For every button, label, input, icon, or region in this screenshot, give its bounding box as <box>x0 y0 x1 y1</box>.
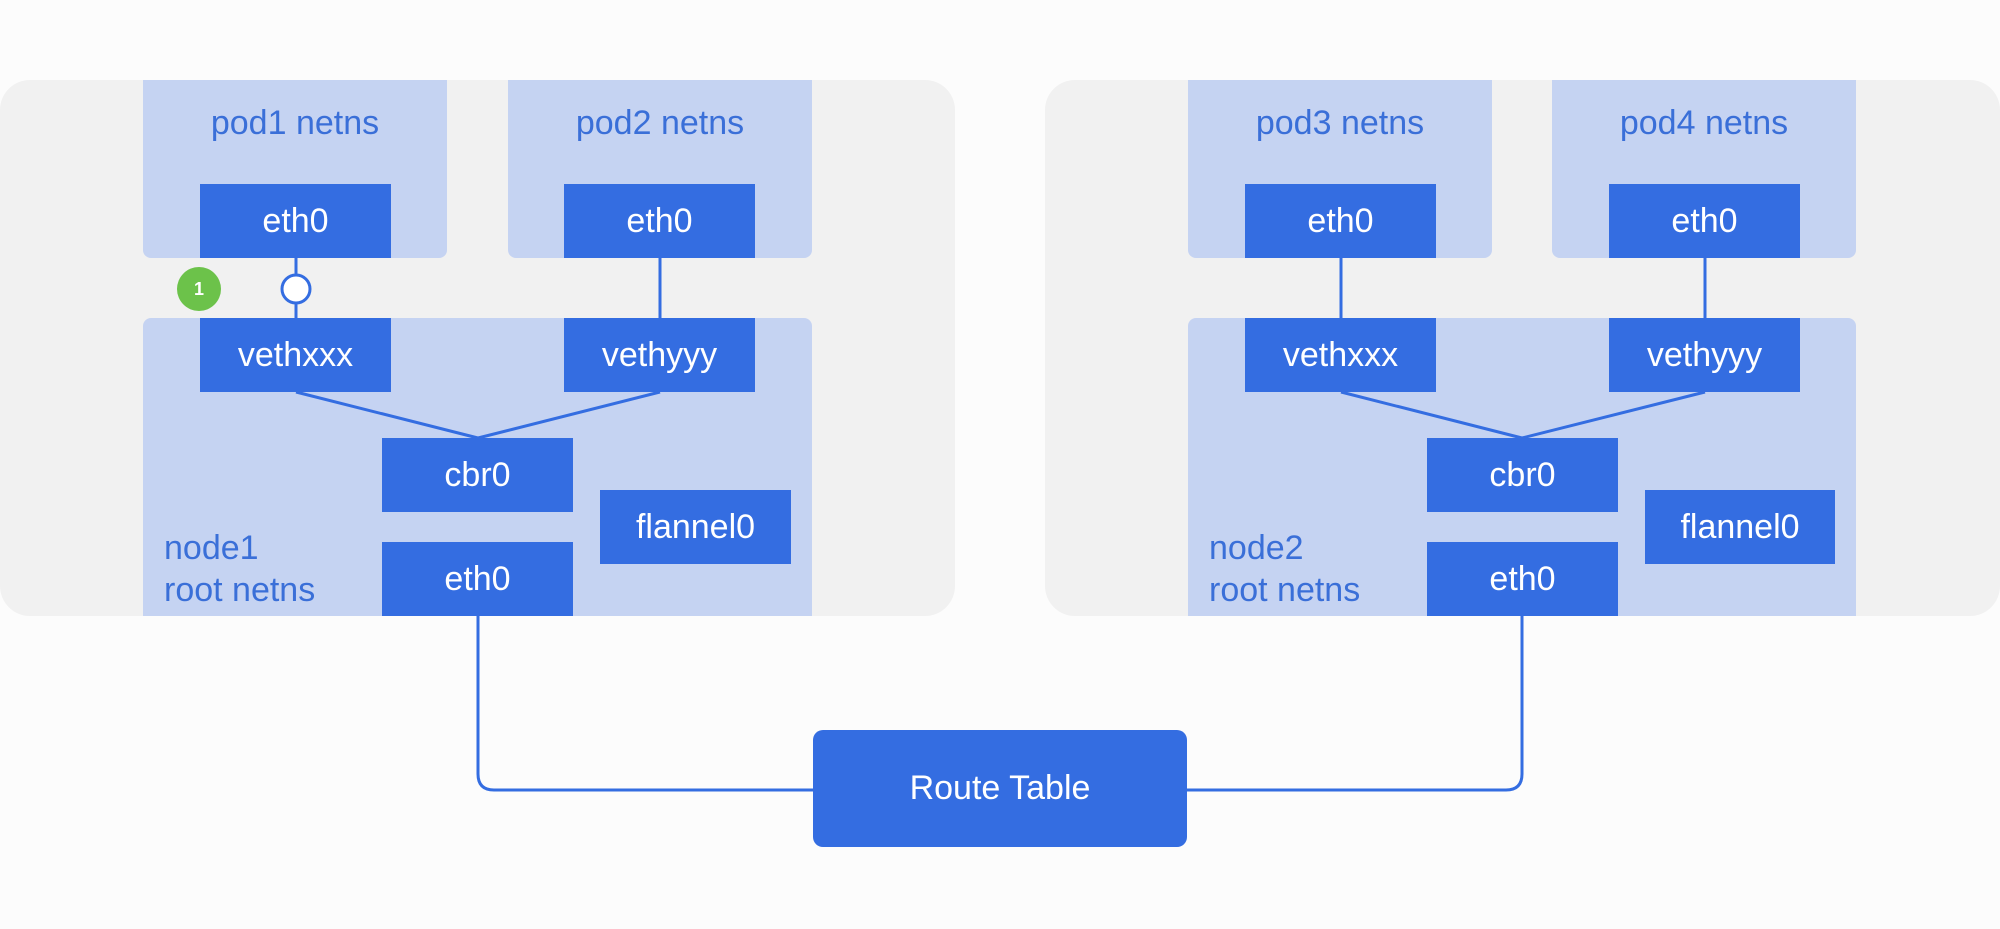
pod4-eth0[interactable]: eth0 <box>1609 184 1800 258</box>
node2-label: node2 root netns <box>1209 527 1360 611</box>
node2-flannel0[interactable]: flannel0 <box>1645 490 1835 564</box>
node1-vethxxx[interactable]: vethxxx <box>200 318 391 392</box>
node1-name: node1 <box>164 529 259 567</box>
node1-vethxxx-to-cbr0 <box>295 390 479 440</box>
step-1-badge: 1 <box>177 267 221 311</box>
node2-vethxxx[interactable]: vethxxx <box>1245 318 1436 392</box>
pod1-netns-label: pod1 netns <box>210 104 380 142</box>
node1-eth0-to-route-table <box>476 616 813 792</box>
node2-vethxxx-to-cbr0 <box>1340 390 1523 440</box>
node1-label: node1 root netns <box>164 527 315 611</box>
node2-cbr0[interactable]: cbr0 <box>1427 438 1618 512</box>
node1-vethyyy[interactable]: vethyyy <box>564 318 755 392</box>
node2-eth0-to-route-table <box>1187 616 1524 792</box>
pod2-eth0[interactable]: eth0 <box>564 184 755 258</box>
pod3-netns-label: pod3 netns <box>1255 104 1425 142</box>
node2-name: node2 <box>1209 529 1304 567</box>
pod1-eth0[interactable]: eth0 <box>200 184 391 258</box>
node1-eth0[interactable]: eth0 <box>382 542 573 616</box>
node2-vethyyy[interactable]: vethyyy <box>1609 318 1800 392</box>
node1-vethyyy-to-cbr0 <box>477 390 661 440</box>
pod4-netns-label: pod4 netns <box>1619 104 1789 142</box>
link-endpoint-marker <box>280 273 312 305</box>
node2-eth0[interactable]: eth0 <box>1427 542 1618 616</box>
node2-root-netns-label: root netns <box>1209 571 1361 609</box>
node1-flannel0[interactable]: flannel0 <box>600 490 791 564</box>
node1-cbr0[interactable]: cbr0 <box>382 438 573 512</box>
pod2-netns-label: pod2 netns <box>575 104 745 142</box>
route-table[interactable]: Route Table <box>813 730 1187 847</box>
pod3-eth0[interactable]: eth0 <box>1245 184 1436 258</box>
node1-root-netns-label: root netns <box>164 571 316 609</box>
node2-vethyyy-to-cbr0 <box>1521 390 1706 440</box>
